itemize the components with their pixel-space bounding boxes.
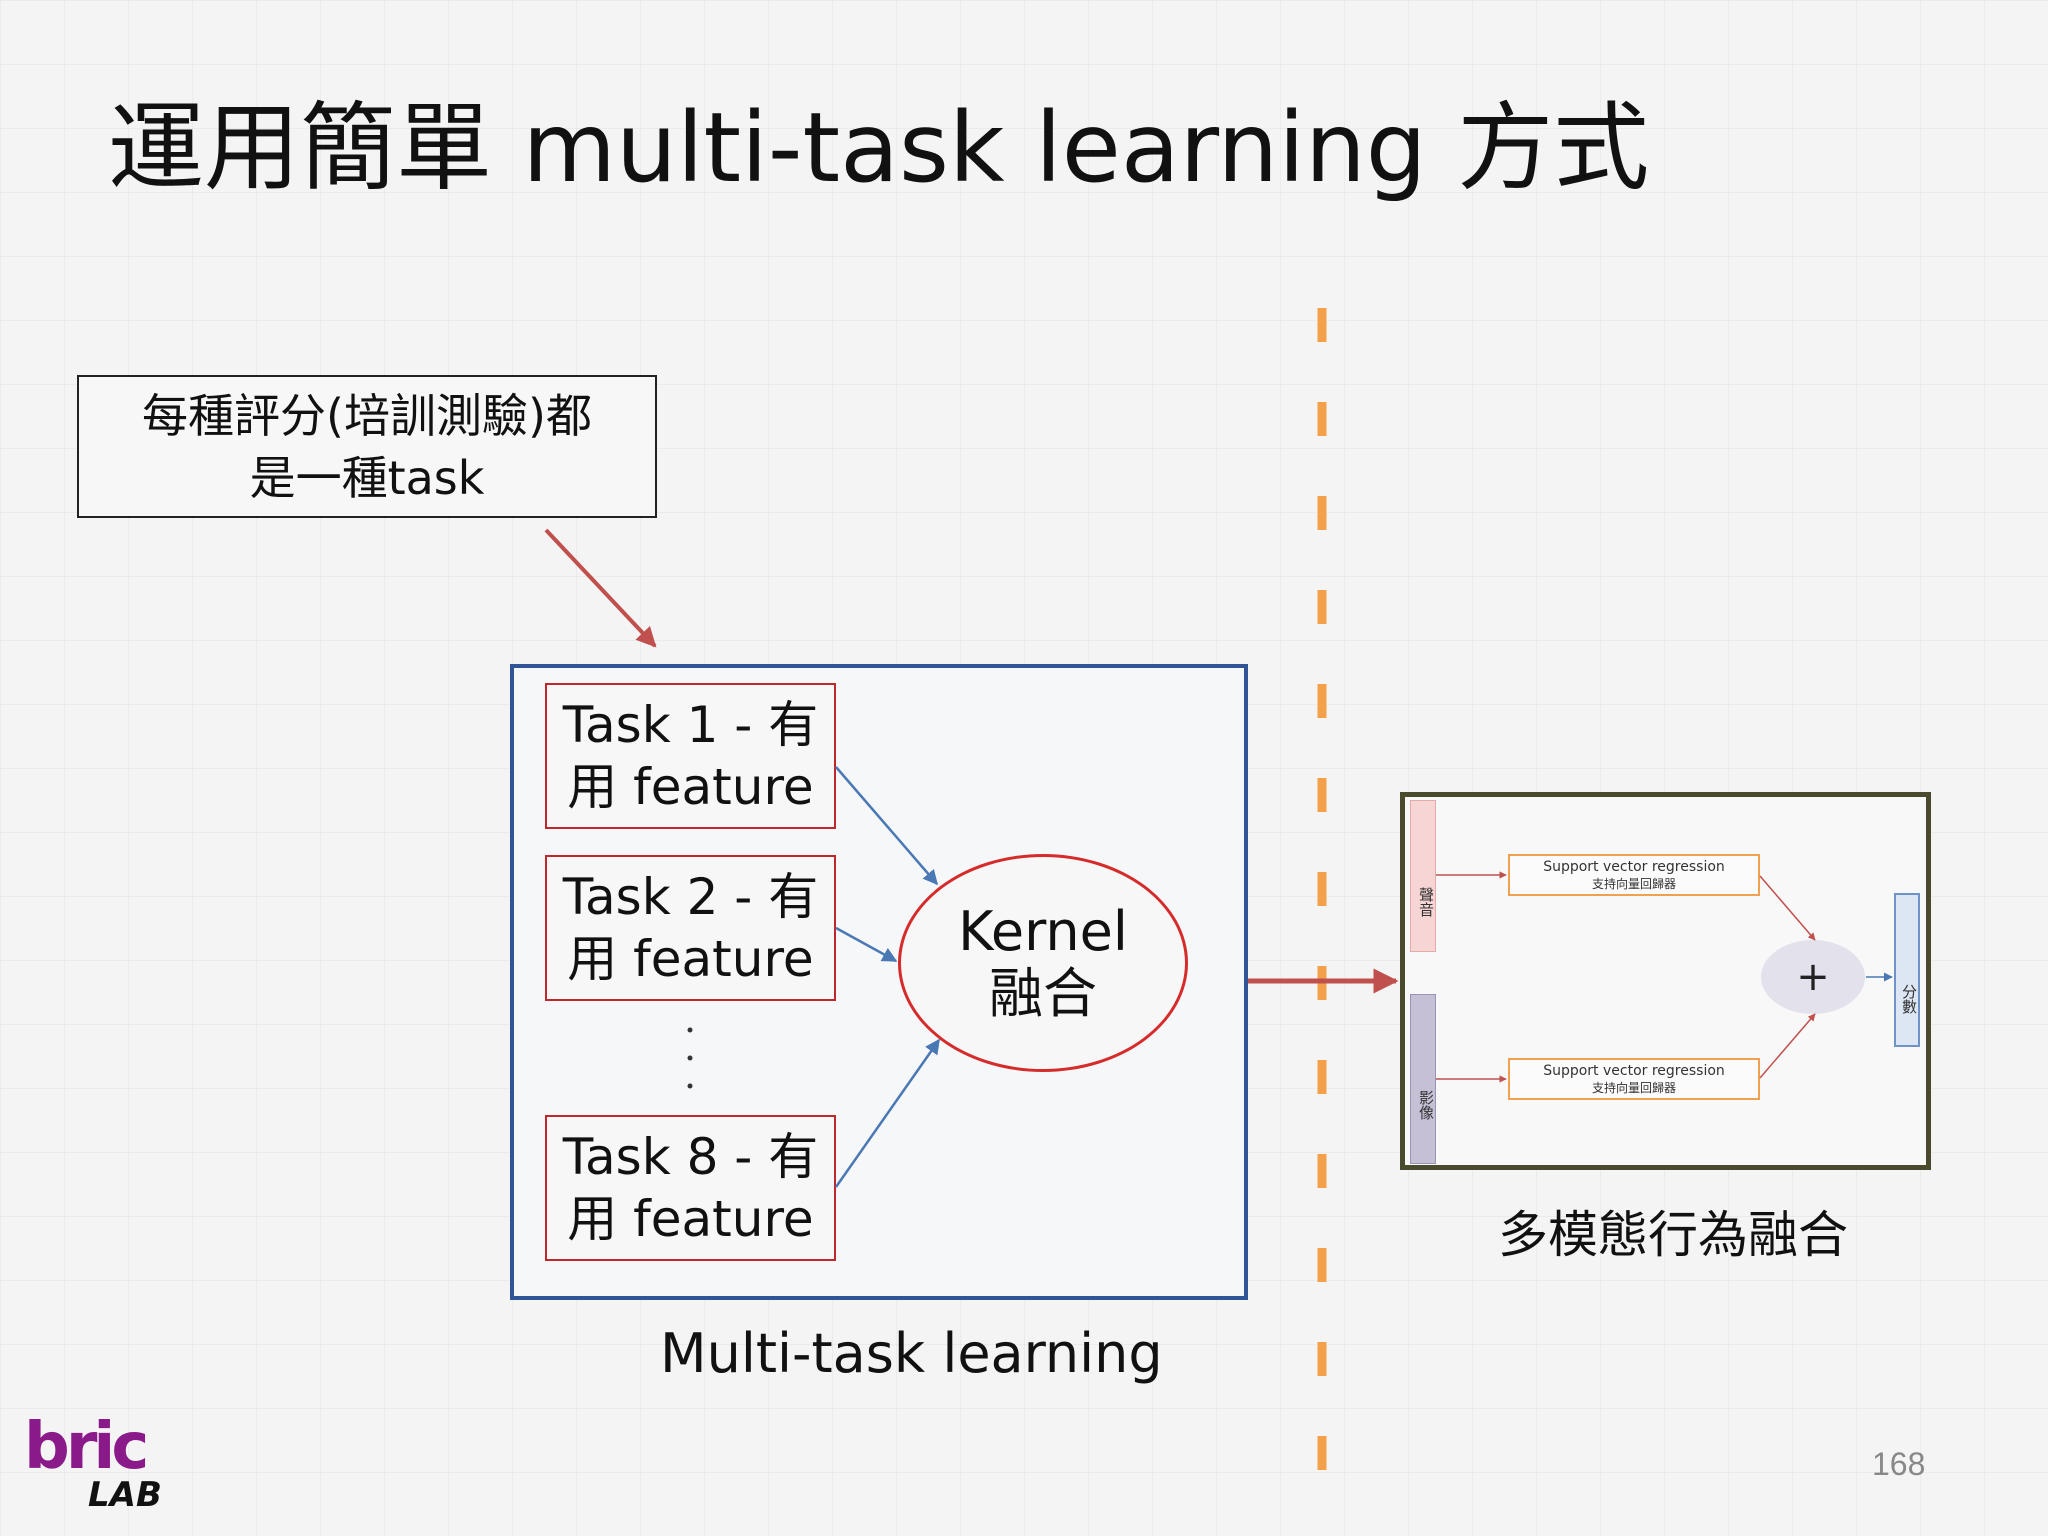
fusion-caption: 多模態行為融合 (1498, 1206, 1848, 1264)
callout-box: 每種評分(培訓測驗)都 是一種task (77, 375, 657, 518)
callout-arrow (544, 528, 657, 648)
svr1-to-sum (1759, 875, 1816, 941)
task-box-1: Task 1 - 有 用 feature (545, 683, 836, 829)
page-number: 168 (1872, 1446, 1926, 1482)
slide-title: 運用簡單 multi-task learning 方式 (108, 92, 1650, 204)
task-label-8: Task 8 - 有 用 feature (562, 1128, 819, 1248)
svr-subtitle: 支持向量回歸器 (1591, 1081, 1676, 1095)
logo-text-bottom: LAB (88, 1475, 162, 1510)
task-box-8: Task 8 - 有 用 feature (545, 1115, 836, 1261)
logo-text-top: bric (24, 1414, 145, 1484)
sum-node: + (1761, 940, 1865, 1014)
task-label-2: Task 2 - 有 用 feature (562, 868, 819, 988)
svr-box-video: Support vector regression 支持向量回歸器 (1508, 1058, 1760, 1100)
kernel-label: Kernel 融合 (958, 900, 1128, 1025)
svr-subtitle: 支持向量回歸器 (1591, 877, 1676, 891)
input-video: 影像 (1410, 994, 1436, 1164)
task8-arrow (834, 1038, 941, 1188)
task-label-1: Task 1 - 有 用 feature (562, 696, 819, 816)
kernel-fusion-node: Kernel 融合 (898, 854, 1188, 1072)
callout-text: 每種評分(培訓測驗)都 是一種task (142, 388, 592, 505)
task-box-2: Task 2 - 有 用 feature (545, 855, 836, 1001)
svr-title: Support vector regression (1543, 859, 1725, 875)
multitask-caption: Multi-task learning (660, 1322, 1163, 1385)
bric-lab-logo: bric LAB (24, 1414, 162, 1510)
output-score: 分數 (1894, 893, 1920, 1047)
input-audio: 聲音 (1410, 800, 1436, 952)
task1-arrow (835, 766, 938, 886)
task2-arrow (835, 926, 898, 963)
svr-box-audio: Support vector regression 支持向量回歸器 (1508, 854, 1760, 896)
svr2-to-sum (1759, 1013, 1816, 1079)
svr-title: Support vector regression (1543, 1063, 1725, 1079)
